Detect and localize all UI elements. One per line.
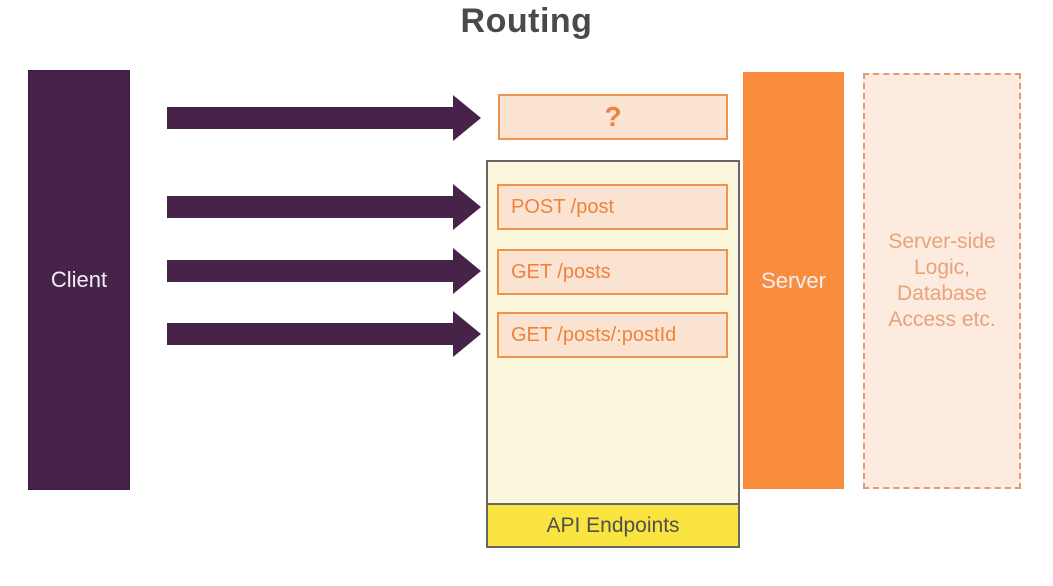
question-mark: ? (604, 101, 622, 132)
server-side-line: Access etc. (888, 308, 996, 331)
api-endpoints-label: API Endpoints (488, 503, 738, 546)
request-arrow-4 (167, 311, 481, 357)
request-arrow-2 (167, 184, 481, 230)
request-arrow-3 (167, 248, 481, 294)
api-endpoints-container: POST /post GET /posts GET /posts/:postId… (486, 160, 740, 548)
api-endpoints-body: POST /post GET /posts GET /posts/:postId (488, 162, 738, 503)
server-box: Server (743, 72, 844, 489)
server-side-line: Database (897, 282, 987, 305)
client-label: Client (50, 267, 108, 292)
server-side-line: Server-side (888, 230, 996, 253)
unknown-route-box: ? (498, 94, 728, 140)
server-side-line: Logic, (913, 256, 971, 279)
server-side-box: Server-side Logic, Database Access etc. (863, 73, 1021, 489)
client-box: Client (28, 70, 130, 490)
endpoint-post-post: POST /post (497, 184, 728, 230)
endpoint-get-post-by-id: GET /posts/:postId (497, 312, 728, 358)
request-arrow-1 (167, 95, 481, 141)
server-label: Server (761, 267, 826, 293)
diagram-title: Routing (460, 2, 593, 40)
endpoint-get-posts: GET /posts (497, 249, 728, 295)
